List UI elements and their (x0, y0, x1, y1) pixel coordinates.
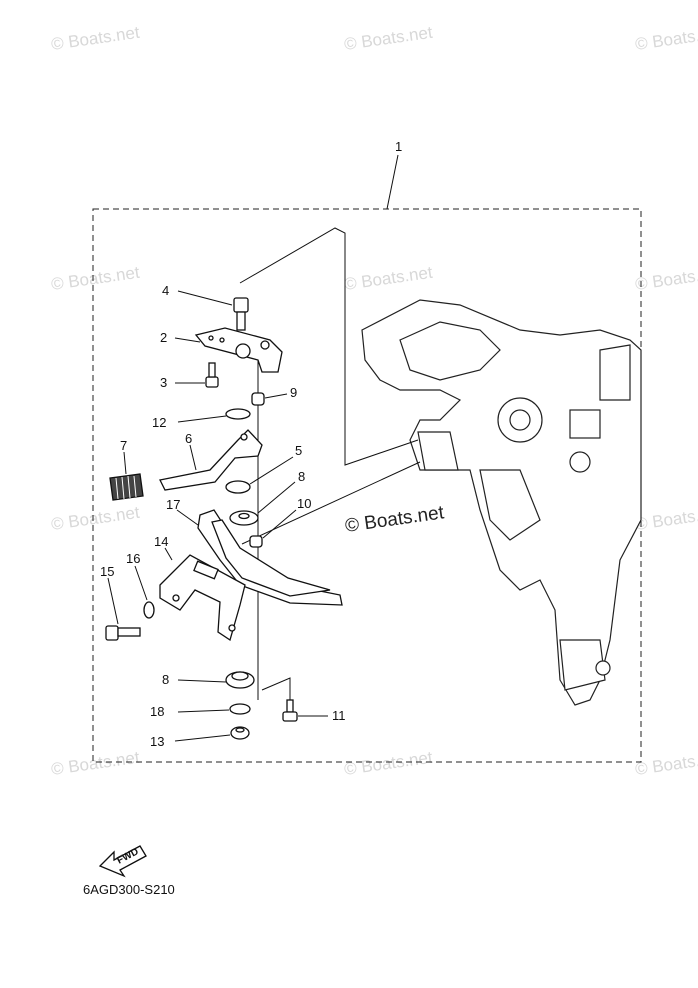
leader-line (239, 227, 419, 466)
part-2-plate (194, 327, 283, 373)
callout-13: 13 (150, 734, 164, 749)
engine-bracket-body (361, 299, 642, 706)
callout-16: 16 (126, 551, 140, 566)
center-watermark: © Boats.net (344, 502, 446, 537)
callout-1: 1 (395, 139, 402, 154)
watermark: © Boats.net (50, 503, 141, 534)
part-15-bolt (105, 625, 141, 641)
watermark: © Boats.net (50, 263, 141, 294)
callout-6: 6 (185, 431, 192, 446)
watermark: © Boats.net (634, 23, 698, 54)
watermark: © Boats.net (50, 23, 141, 54)
callout-3: 3 (160, 375, 167, 390)
watermark: © Boats.net (50, 748, 141, 779)
part-9-collar (251, 392, 265, 406)
part-13-nut (230, 726, 250, 740)
part-5-washer (225, 480, 251, 494)
watermark: © Boats.net (343, 748, 434, 779)
part-12-washer (225, 408, 251, 420)
part-7-grommet (109, 473, 144, 501)
part-4-pin (233, 297, 249, 331)
fwd-arrow-icon (98, 845, 147, 878)
part-18-washer (229, 703, 251, 715)
part-6-link-arm (159, 429, 263, 491)
watermark: © Boats.net (634, 748, 698, 779)
part-8-bushing-upper (229, 510, 259, 526)
part-3-bolt (205, 362, 219, 388)
part-11-screw (282, 699, 298, 722)
callout-12: 12 (152, 415, 166, 430)
callout-17: 17 (166, 497, 180, 512)
part-17-cam-plate (197, 509, 343, 606)
watermark: © Boats.net (634, 263, 698, 294)
callout-2: 2 (160, 330, 167, 345)
callout-14: 14 (154, 534, 168, 549)
callout-15: 15 (100, 564, 114, 579)
watermark: © Boats.net (634, 503, 698, 534)
callout-18: 18 (150, 704, 164, 719)
leader-line (386, 154, 399, 210)
callout-8-upper: 8 (298, 469, 305, 484)
leader-line (241, 461, 421, 545)
leader-line (261, 677, 291, 700)
callout-9: 9 (290, 385, 297, 400)
callout-11: 11 (332, 708, 346, 723)
callout-5: 5 (295, 443, 302, 458)
callout-7: 7 (120, 438, 127, 453)
part-8-bushing-lower (225, 671, 255, 689)
part-10-collar (249, 535, 263, 548)
part-14-bracket (159, 554, 246, 642)
callout-4: 4 (162, 283, 169, 298)
diagram-code: 6AGD300-S210 (83, 882, 175, 897)
watermark: © Boats.net (343, 263, 434, 294)
part-16-washer (143, 601, 155, 619)
watermark: © Boats.net (343, 23, 434, 54)
callout-8-lower: 8 (162, 672, 169, 687)
callout-10: 10 (297, 496, 311, 511)
